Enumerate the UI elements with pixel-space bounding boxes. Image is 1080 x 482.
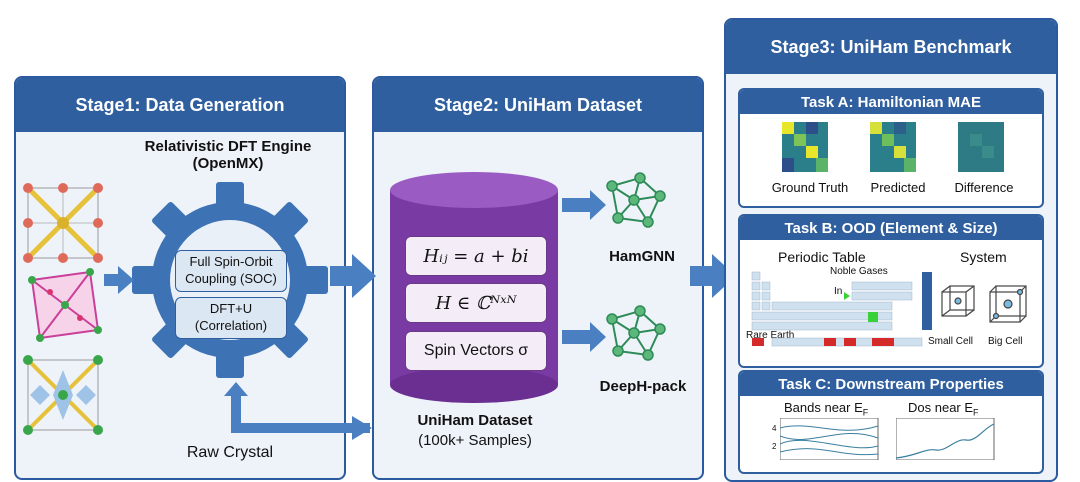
crystal-2-icon <box>28 268 102 342</box>
predicted-matrix <box>870 122 916 172</box>
dftu-box: DFT+U (Correlation) <box>175 297 287 339</box>
ground-truth-label: Ground Truth <box>771 180 849 195</box>
crystal-structures <box>23 183 103 435</box>
model-arrows <box>562 190 606 352</box>
formula-h-space: H ∈ ℂᴺˣᴺ <box>405 283 547 323</box>
soc-box: Full Spin-Orbit Coupling (SOC) <box>175 250 287 292</box>
predicted-label: Predicted <box>870 180 926 195</box>
crystal-1-icon <box>23 183 103 263</box>
tick-2: 2 <box>772 442 777 451</box>
hamgnn-label: HamGNN <box>609 248 675 265</box>
difference-matrix <box>958 122 1004 172</box>
raw-crystal-label: Raw Crystal <box>186 444 274 461</box>
stage3-title: Stage3: UniHam Benchmark <box>726 20 1056 74</box>
dft-engine-title: Relativistic DFT Engine (OpenMX) <box>144 138 312 172</box>
in-label: In <box>834 286 843 297</box>
taskA-title: Task A: Hamiltonian MAE <box>740 90 1042 114</box>
deeph-network-icon <box>606 305 666 361</box>
small-cell-icon <box>941 285 975 317</box>
big-cell-label: Big Cell <box>988 336 1023 347</box>
bands-label: Bands near EF <box>784 400 869 418</box>
arrow-dataset-to-benchmark <box>690 254 736 298</box>
crystal-3-icon <box>23 355 103 435</box>
periodic-table-label: Periodic Table <box>778 249 866 265</box>
flow-arrows <box>104 254 736 440</box>
hamgnn-network-icon <box>606 172 666 228</box>
rare-earth-label: Rare Earth <box>746 330 795 341</box>
deeph-label: DeepH-pack <box>599 378 687 395</box>
formula-spin: Spin Vectors σ <box>405 331 547 371</box>
taskC-panel: Task C: Downstream Properties <box>738 370 1044 474</box>
big-cell-icon <box>989 285 1027 323</box>
periodic-table-icon <box>751 271 932 347</box>
arrow-feedback <box>231 392 370 433</box>
ground-truth-matrix <box>782 122 828 172</box>
bands-plot-icon <box>780 418 879 460</box>
noble-gases-label: Noble Gases <box>830 266 888 277</box>
stage2-title: Stage2: UniHam Dataset <box>374 78 702 132</box>
system-label: System <box>960 249 1007 265</box>
stage1-title: Stage1: Data Generation <box>16 78 344 132</box>
dataset-sub: (100k+ Samples) <box>418 432 532 449</box>
small-cell-label: Small Cell <box>928 336 974 347</box>
dos-plot-icon <box>896 418 995 460</box>
dos-label: Dos near EF <box>908 400 979 418</box>
difference-label: Difference <box>954 180 1014 195</box>
arrow-crystal-to-gear <box>104 266 134 294</box>
tick-4: 4 <box>772 424 777 433</box>
taskC-title: Task C: Downstream Properties <box>740 372 1042 396</box>
hamiltonian-matrices <box>782 122 1004 172</box>
dataset-label: UniHam Dataset <box>417 412 533 429</box>
taskB-title: Task B: OOD (Element & Size) <box>740 216 1042 240</box>
formula-hij: Hᵢⱼ = a + bi <box>405 236 547 276</box>
unit-cells-icon <box>941 285 1027 323</box>
arrow-gear-to-dataset <box>330 254 376 298</box>
